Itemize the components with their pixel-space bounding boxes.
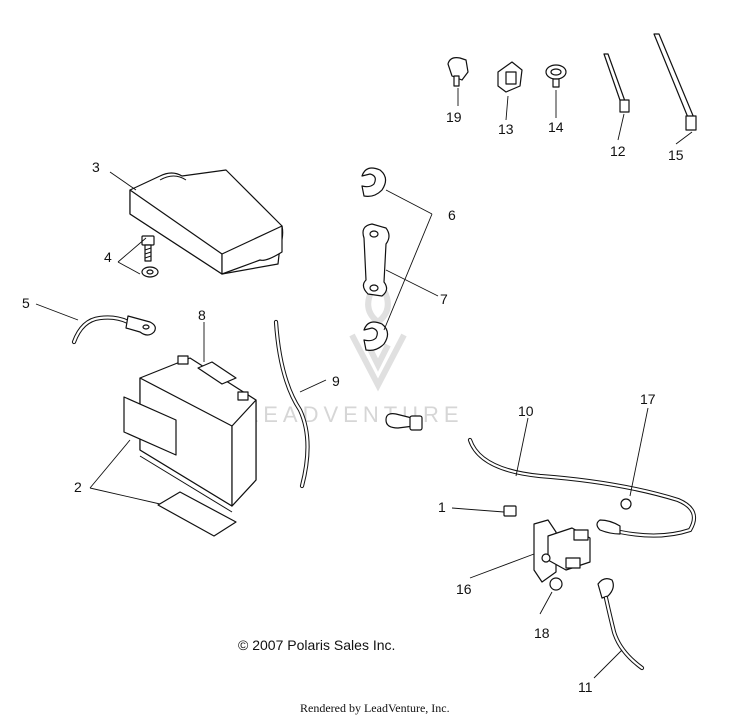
terminal-nut-18[interactable]	[549, 577, 563, 591]
callout-19: 19	[446, 109, 462, 125]
battery-decal-front[interactable]	[123, 396, 177, 456]
grommet-14[interactable]	[545, 64, 567, 88]
cable-tie-small[interactable]	[603, 53, 630, 113]
callout-4: 4	[104, 249, 112, 265]
hold-down-clip-bottom[interactable]	[363, 321, 389, 351]
battery-cable-long[interactable]	[385, 413, 697, 538]
callout-1: 1	[438, 499, 446, 515]
callout-14: 14	[548, 119, 564, 135]
callout-13: 13	[498, 121, 514, 137]
battery-decal-lower[interactable]	[157, 491, 237, 537]
battery-cover-pad[interactable]	[129, 169, 284, 275]
callout-17: 17	[640, 391, 656, 407]
solenoid-bolt[interactable]	[503, 505, 517, 517]
callout-18: 18	[534, 625, 550, 641]
battery[interactable]	[139, 355, 257, 513]
callout-7: 7	[440, 291, 448, 307]
callout-5: 5	[22, 295, 30, 311]
callout-11: 11	[578, 679, 593, 695]
callout-3: 3	[92, 159, 100, 175]
callout-2: 2	[74, 479, 82, 495]
hold-down-clip-top[interactable]	[361, 167, 387, 197]
battery-washer[interactable]	[141, 266, 159, 278]
callout-9: 9	[332, 373, 340, 389]
callout-16: 16	[456, 581, 472, 597]
terminal-nut-17[interactable]	[620, 498, 632, 510]
battery-cable-short[interactable]	[71, 315, 156, 345]
callout-labels: 1 2 3 4 5 6 7 8 9 10 11 12 13 14 15 16 1…	[22, 109, 684, 695]
solenoid-cable[interactable]	[597, 578, 645, 671]
vent-hose[interactable]	[273, 319, 310, 489]
leader-lines	[35, 88, 693, 679]
rendered-by-notice: Rendered by LeadVenture, Inc.	[300, 701, 450, 715]
hold-down-strap[interactable]	[362, 223, 390, 297]
callout-8: 8	[198, 307, 206, 323]
cable-tie-large[interactable]	[653, 33, 697, 131]
callout-6: 6	[448, 207, 456, 223]
callout-15: 15	[668, 147, 684, 163]
battery-bolt[interactable]	[141, 235, 155, 262]
copyright-notice: © 2007 Polaris Sales Inc.	[238, 637, 396, 653]
fuse-holder-13[interactable]	[497, 61, 523, 93]
connector-19[interactable]	[447, 57, 469, 87]
watermark-text: LEADVENTURE	[246, 402, 464, 427]
starter-solenoid[interactable]	[533, 519, 591, 583]
callout-12: 12	[610, 143, 626, 159]
callout-10: 10	[518, 403, 534, 419]
